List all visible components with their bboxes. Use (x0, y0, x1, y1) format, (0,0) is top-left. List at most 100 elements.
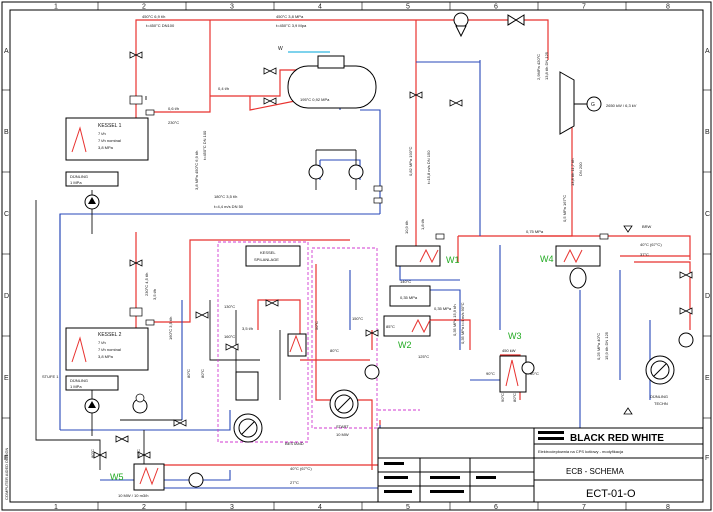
pump-right: DÜNLING (650, 394, 668, 399)
w2-label: W2 (398, 340, 412, 350)
ann: 27°C (290, 480, 299, 485)
ann: 125°C (418, 354, 429, 359)
feed-pump-a: DÜNLING 1 MPa (65, 171, 119, 210)
pump-b-sub: 1 MPa (70, 384, 82, 389)
ann: STUFE 1 (42, 374, 59, 379)
boiler-1-spec: 7 t/h nominal (98, 138, 121, 143)
boiler-2-spec: 7 t/h nominal (98, 347, 121, 352)
ann: 50°C (314, 321, 319, 330)
pump-start: START (336, 424, 349, 429)
magenta-boundary (217, 241, 420, 443)
drum-label: 195°C 0,92 MPa (300, 97, 330, 102)
ann: 10 MW (336, 432, 349, 437)
row-label: B (705, 129, 710, 136)
ann: 80°C (330, 348, 339, 353)
ann: 160°C 3,5 t/h (168, 317, 173, 340)
w3-power: 450 kW (502, 348, 516, 353)
ann: 180°C 3,5 t/h (214, 194, 237, 199)
col-label: 3 (230, 4, 234, 11)
ann: 13,8 t/h 11,7 t/h (570, 158, 575, 186)
generator-label: G (591, 102, 595, 108)
row-label: C (705, 211, 710, 218)
ann: 450°C 6,9 t/h (142, 14, 165, 19)
row-label: C (4, 211, 9, 218)
heat-exchanger-w3: W3 450 kW (499, 331, 527, 393)
company-name: BLACK RED WHITE (570, 433, 664, 444)
col-label: 4 (318, 504, 322, 511)
ann: 0,75 MPa (526, 229, 544, 234)
ann: 80°C (90, 449, 95, 458)
ann: 37°C (640, 252, 649, 257)
col-label: 7 (582, 4, 586, 11)
ann: 450°C 3,8 MPa (276, 14, 304, 19)
inner-frame (9, 9, 704, 503)
pump-a-name: DÜNLING (70, 174, 88, 179)
ann: 0,5 MPa 167°C (562, 195, 567, 222)
boiler-2-spec: 7 t/h (98, 340, 106, 345)
ann: 0,35 MPa 15,9 t/h (452, 304, 457, 336)
row-label: E (705, 375, 710, 382)
ann: t=450°C 3,9 Mpa (276, 23, 307, 28)
ann: 40°C (67°C) (290, 466, 312, 471)
col-label: 7 (582, 504, 586, 511)
w2-tank: 0,35 MPa (400, 295, 418, 300)
col-label: 4 (318, 4, 322, 11)
ann: 85°C (386, 324, 395, 329)
row-label: D (705, 293, 710, 300)
ann: 0,4 t/h (218, 86, 229, 91)
ann: 15,9 t/h DN 125 (604, 331, 609, 360)
ann: 13,8 t/h DN 125 (544, 51, 549, 80)
col-label: 1 (54, 504, 58, 511)
ann: 60°C (530, 371, 539, 376)
ann: 0,82 MPa 193°C (408, 146, 413, 176)
w1-label: W1 (446, 255, 460, 265)
pump-b-name: DÜNLING (70, 378, 88, 383)
w3-label: W3 (508, 331, 522, 341)
row-label: F (4, 455, 8, 462)
instrument-boxes (129, 95, 609, 403)
col-label: 2 (142, 504, 146, 511)
boiler-1-name: KESSEL 1 (98, 123, 122, 129)
boiler-2: KESSEL 2 7 t/h 7 t/h nominal 3,8 MPa (65, 327, 149, 371)
col-label: 3 (230, 504, 234, 511)
scheme-title: ECB - SCHEMA (566, 467, 624, 476)
row-label: A (705, 48, 710, 55)
ann: 10,9 t/h (404, 221, 409, 234)
boiler-2-spec: 3,8 MPa (98, 354, 114, 359)
ann: 3,5 t/h (152, 289, 157, 300)
col-label: 8 (666, 4, 670, 11)
col-label: 2 (142, 4, 146, 11)
ann: 130°C (224, 304, 235, 309)
valves (93, 51, 693, 459)
title-block: BLACK RED WHITE Elektrociepłownia na CPS… (377, 427, 704, 503)
w2-tank-temp: 140°C (400, 279, 411, 284)
row-label: E (4, 375, 9, 382)
row-label: A (4, 48, 9, 55)
row-label: F (705, 455, 709, 462)
small-pumps (132, 164, 694, 488)
boiler-1: KESSEL 1 7 t/h 7 t/h nominal 3,8 MPa (65, 117, 149, 161)
w4-label: W4 (540, 254, 554, 264)
col-label: 5 (406, 4, 410, 11)
generator-power: 2650 kW / 6,3 kV (606, 103, 637, 108)
heat-exchanger-w2: 0,35 MPa 140°C W2 (383, 279, 431, 350)
row-label: B (4, 129, 9, 136)
ann: 90°C (500, 393, 505, 402)
grid-labels: 1 2 3 4 5 6 7 8 1 2 3 4 5 6 7 8 A B C D … (4, 4, 710, 512)
w-marker: W (278, 46, 283, 52)
w5-sub: 10 MW / 10 m3/h (118, 493, 148, 498)
boiler-1-spec: 3,8 MPa (98, 145, 114, 150)
pump-a-sub: 1 MPa (70, 180, 82, 185)
ann: t=4,4 m/s DN 50 (214, 204, 244, 209)
turbine: G 2650 kW / 6,3 kV (559, 71, 637, 135)
spill-name: SPILANLAGE (254, 257, 279, 262)
steam-drum: 195°C 0,92 MPa W (278, 46, 377, 109)
pump-bestand: BESTAND (285, 441, 304, 446)
ann: t=450°C DN100 (146, 23, 175, 28)
ann: 150°C (352, 316, 363, 321)
row-label: D (4, 293, 9, 300)
ann: 2,9MPa 420°C (536, 54, 541, 80)
feed-pump-b: DÜNLING 1 MPa (65, 375, 119, 414)
